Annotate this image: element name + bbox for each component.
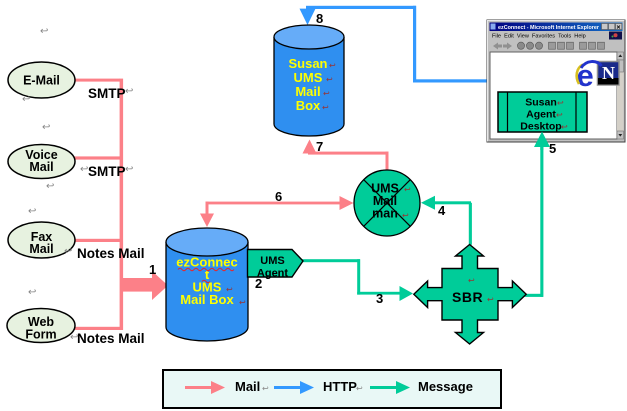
- svg-text:↩: ↩: [323, 89, 330, 98]
- svg-text:Mail: Mail: [29, 242, 53, 256]
- svg-text:UMS: UMS: [371, 182, 399, 196]
- svg-text:↩: ↩: [226, 285, 233, 294]
- svg-text:Susan: Susan: [525, 97, 557, 109]
- svg-text:↩: ↩: [556, 111, 563, 120]
- svg-text:↩: ↩: [239, 298, 246, 307]
- svg-text:↩: ↩: [468, 276, 475, 285]
- svg-text:Agent: Agent: [526, 109, 556, 121]
- svg-text:↩: ↩: [70, 332, 78, 343]
- svg-text:HTTP: HTTP: [323, 379, 357, 394]
- svg-text:Agent: Agent: [257, 268, 289, 280]
- svg-text:↩: ↩: [326, 75, 333, 84]
- svg-text:E-Mail: E-Mail: [23, 74, 60, 88]
- svg-text:4: 4: [438, 203, 446, 218]
- svg-text:Mail: Mail: [373, 194, 397, 208]
- svg-text:↩: ↩: [42, 122, 50, 133]
- svg-text:Fax: Fax: [31, 230, 53, 244]
- svg-text:↩: ↩: [64, 246, 72, 257]
- svg-text:↩: ↩: [28, 206, 36, 217]
- svg-text:↩: ↩: [356, 384, 363, 393]
- svg-text:Box: Box: [296, 98, 321, 113]
- svg-text:↩: ↩: [40, 26, 48, 37]
- svg-text:7: 7: [316, 139, 323, 154]
- svg-text:t: t: [205, 267, 210, 282]
- svg-text:↩: ↩: [28, 287, 36, 298]
- svg-text:File Edit View Favorites T: File Edit View Favorites Tools Help: [492, 34, 586, 40]
- svg-text:3: 3: [376, 291, 383, 306]
- svg-text:Message: Message: [418, 379, 473, 394]
- svg-text:Voice: Voice: [25, 148, 57, 162]
- svg-text:ezConnec: ezConnec: [176, 255, 237, 270]
- svg-text:SMTP: SMTP: [88, 164, 126, 179]
- svg-text:↩: ↩: [557, 99, 564, 108]
- svg-text:↩: ↩: [402, 211, 409, 220]
- svg-text:↩: ↩: [404, 185, 411, 194]
- svg-text:↩: ↩: [487, 295, 494, 304]
- svg-text:Web: Web: [28, 315, 55, 329]
- svg-text:ezConnect - Microsoft Internet: ezConnect - Microsoft Internet Explorer: [498, 25, 600, 31]
- svg-text:Form: Form: [25, 328, 56, 342]
- svg-text:UMS: UMS: [193, 280, 222, 295]
- svg-text:5: 5: [549, 141, 556, 156]
- svg-text:Susan: Susan: [288, 56, 327, 71]
- svg-text:UMS: UMS: [260, 255, 284, 267]
- svg-text:↩: ↩: [262, 384, 269, 393]
- svg-text:man: man: [372, 207, 398, 221]
- svg-text:↩: ↩: [46, 181, 54, 192]
- svg-text:Notes Mail: Notes Mail: [77, 246, 145, 261]
- svg-text:Mail Box: Mail Box: [180, 292, 234, 307]
- svg-text:↩: ↩: [322, 103, 329, 112]
- svg-text:N: N: [602, 63, 615, 83]
- svg-text:1: 1: [149, 262, 156, 277]
- svg-text:↩: ↩: [561, 123, 568, 132]
- svg-text:6: 6: [275, 189, 282, 204]
- svg-text:Desktop: Desktop: [520, 121, 561, 133]
- svg-text:8: 8: [316, 11, 323, 26]
- svg-text:↩: ↩: [125, 86, 133, 97]
- svg-text:Mail: Mail: [29, 160, 53, 174]
- svg-text:↩: ↩: [22, 94, 30, 105]
- svg-text:↩: ↩: [329, 61, 336, 70]
- svg-text:Notes Mail: Notes Mail: [77, 331, 145, 346]
- svg-text:↩: ↩: [125, 164, 133, 175]
- svg-text:↩: ↩: [80, 164, 88, 175]
- svg-text:SMTP: SMTP: [88, 86, 126, 101]
- svg-text:Mail: Mail: [235, 379, 260, 394]
- svg-text:Mail: Mail: [295, 84, 320, 99]
- svg-text:2: 2: [255, 276, 262, 291]
- svg-text:UMS: UMS: [294, 70, 323, 85]
- svg-text:SBR: SBR: [452, 289, 483, 305]
